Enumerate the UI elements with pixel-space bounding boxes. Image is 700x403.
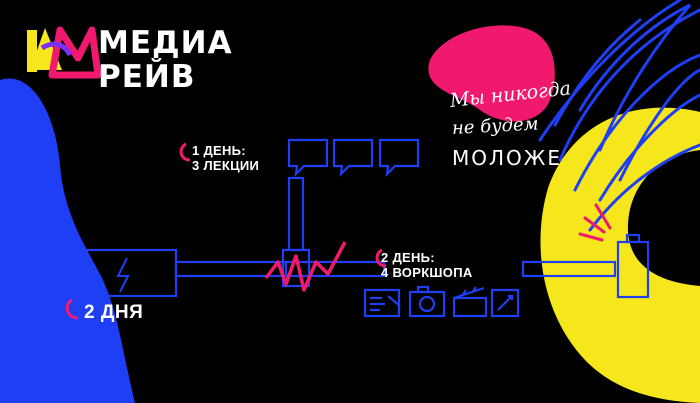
blue-wave-shape <box>0 78 135 403</box>
duration-label: 2 ДНЯ <box>84 302 144 323</box>
day2-title: 2 ДЕНЬ: <box>381 250 435 265</box>
pink-blob-shape <box>428 25 555 122</box>
day2-label: 2 ДЕНЬ: 4 ВОРКШОПА <box>381 250 473 280</box>
day1-title: 1 ДЕНЬ: <box>192 143 246 158</box>
sparkle-dots <box>13 168 92 387</box>
vertical-pipe <box>281 176 311 288</box>
clapperboard-icon <box>452 286 488 318</box>
slogan-line3: МОЛОЖЕ <box>452 146 562 170</box>
crescent-cutout <box>627 150 700 286</box>
speech-bubble-icon <box>287 138 420 178</box>
pink-spark <box>578 203 612 242</box>
camera-icon <box>408 285 446 318</box>
day2-detail: 4 ВОРКШОПА <box>381 265 473 280</box>
logo-title-line2: РЕЙВ <box>98 59 196 95</box>
drawing-tablet-icon <box>490 288 520 318</box>
day1-label: 1 ДЕНЬ: 3 ЛЕКЦИИ <box>192 143 259 173</box>
day1-detail: 3 ЛЕКЦИИ <box>192 158 260 173</box>
battery-bolt-icon <box>80 248 178 298</box>
pink-markers <box>65 142 387 320</box>
blue-scribbles <box>538 0 700 232</box>
pink-zigzag <box>264 241 347 292</box>
battery-icon <box>616 233 650 299</box>
news-icon <box>363 288 401 318</box>
logo-title-line1: МЕДИА <box>98 25 233 61</box>
